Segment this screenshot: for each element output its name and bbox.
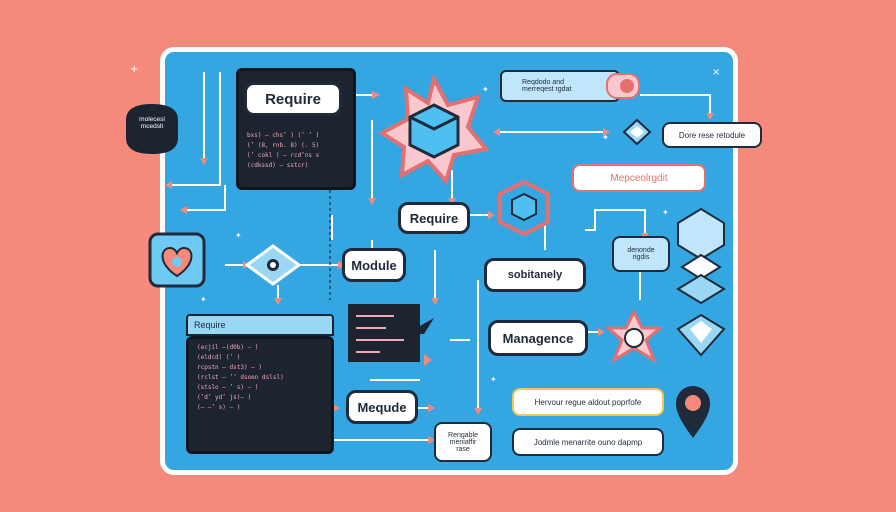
top-badge-line2: merreqest rgdat	[522, 86, 572, 93]
code-line: (stslo — ’ s) — )	[197, 384, 259, 391]
toggle-switch-icon	[605, 72, 641, 100]
left-callout-text: molecesl mcedslt	[139, 116, 165, 130]
heart-icon	[148, 232, 206, 288]
managence-node: Managence	[488, 320, 588, 356]
gear-star-icon	[603, 308, 665, 366]
right-arrow-shapes	[670, 205, 732, 365]
svg-text:+: +	[130, 64, 138, 75]
code-line: (ecjil —(d0b) — )	[197, 344, 259, 351]
mepceo-box: Mepceolrgdit	[572, 164, 706, 192]
left-callout-badge: molecesl mcedslt	[118, 100, 186, 158]
code-line: (cdkssd) — sstcr)	[247, 162, 309, 169]
require-title-node: Require	[244, 82, 342, 116]
code-line: (’ cokl ) — rcd’ns s	[247, 152, 320, 159]
top-info-badge: Reqdodo and merreqest rgdat	[500, 70, 620, 102]
top-badge-line1: Reqdodo and	[522, 79, 565, 86]
code-line: bxs) — chs’ ) (’ ’ )	[247, 132, 320, 139]
location-pin-icon	[674, 384, 712, 440]
done-retodule-box: Dore rese retodule	[662, 122, 762, 148]
jodmle-box: Jodmle menarrite ouno dapmp	[512, 428, 664, 456]
hervour-box: Hervour regue aldout poprfofe	[512, 388, 664, 416]
module-node: Module	[342, 248, 406, 282]
mequde-node: Mequde	[346, 390, 418, 424]
bottom-code-header: Require	[186, 314, 334, 336]
code-line: rcpstn — dst3) — )	[197, 364, 263, 371]
decision-diamond	[244, 244, 302, 286]
rengable-box: Rengable meniaffir rase	[434, 422, 492, 462]
diamond-icon	[622, 118, 652, 146]
sobitanely-node: sobitanely	[484, 258, 586, 292]
denonde-box: denonde rigdis	[612, 236, 670, 272]
hex-cube-icon	[498, 179, 550, 237]
code-line: (’d’ yd’ js)— )	[197, 394, 252, 401]
chat-bubble-code	[344, 300, 438, 372]
code-line: (’ (8, rnb. 8) (. 5)	[247, 142, 320, 149]
cube-star-icon	[378, 73, 490, 185]
code-line: (rclst — ’’ dsoen dslsl)	[197, 374, 284, 381]
bottom-code-panel: (ecjil —(d0b) — ) (eldcd) (’ ) rcpstn — …	[186, 336, 334, 454]
require-node: Require	[398, 202, 470, 234]
code-line: (eldcd) (’ )	[197, 354, 241, 361]
code-line: (— —’ s) — )	[197, 404, 241, 411]
